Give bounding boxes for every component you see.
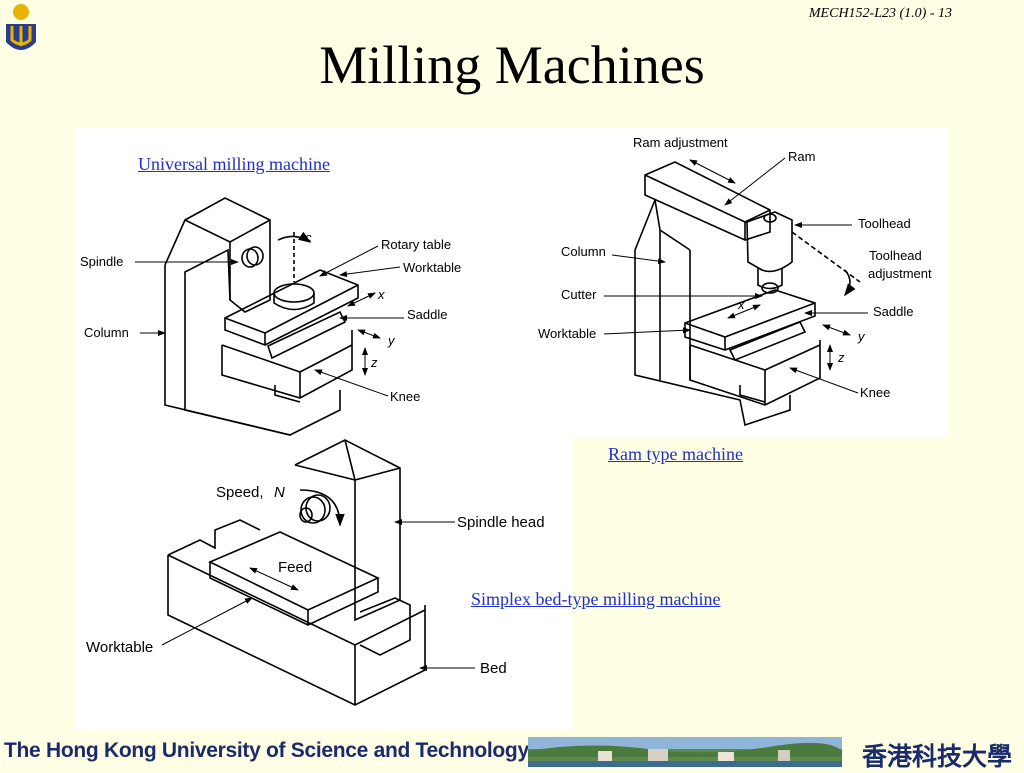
caption-ram-type-machine[interactable]: Ram type machine (608, 444, 743, 464)
simplex-label-bed: Bed (480, 660, 507, 677)
ram-label-column: Column (561, 244, 606, 259)
ram-label-x: x (737, 297, 745, 312)
ram-label-toolhead: Toolhead (858, 216, 911, 231)
caption-simplex-bed-type[interactable]: Simplex bed-type milling machine (471, 589, 721, 609)
footer-chinese-name: 香港科技大學 (862, 742, 1013, 771)
caption-universal-milling-machine[interactable]: Universal milling machine (138, 154, 330, 174)
universal-label-z: z (370, 355, 378, 370)
universal-leaders (135, 245, 404, 397)
simplex-label-feed: Feed (278, 559, 312, 576)
universal-machine-drawing (164, 197, 359, 436)
universal-label-x: x (377, 287, 385, 302)
universal-label-saddle: Saddle (407, 307, 447, 322)
simplex-machine-drawing (167, 439, 426, 706)
footer-university-name: The Hong Kong University of Science and … (4, 739, 529, 762)
slide-number: MECH152-L23 (1.0) - 13 (808, 6, 952, 21)
figure-panel-bottom (75, 437, 572, 730)
figure-panel-top (75, 127, 948, 437)
ram-label-worktable: Worktable (538, 326, 596, 341)
campus-photo-image (528, 737, 842, 767)
universal-label-column: Column (84, 325, 129, 340)
simplex-label-worktable: Worktable (86, 639, 153, 656)
ram-label-knee: Knee (860, 385, 890, 400)
ram-label-y: y (857, 329, 866, 344)
universal-label-rotary-table: Rotary table (381, 237, 451, 252)
page-title: Milling Machines (319, 35, 705, 95)
universal-label-worktable: Worktable (403, 260, 461, 275)
ram-label-toolhead-adjustment-2: adjustment (868, 266, 932, 281)
ram-label-toolhead-adjustment-1: Toolhead (869, 248, 922, 263)
simplex-leaders (161, 519, 475, 671)
ram-leaders (603, 157, 868, 394)
universal-label-y: y (387, 333, 396, 348)
ram-label-z: z (837, 350, 845, 365)
universal-label-knee: Knee (390, 389, 420, 404)
simplex-label-speed: Speed, (216, 484, 264, 501)
footer-bar: The Hong Kong University of Science and … (0, 735, 1024, 771)
ram-label-ram: Ram (788, 149, 815, 164)
universal-label-c: c (305, 230, 312, 245)
ram-label-saddle: Saddle (873, 304, 913, 319)
simplex-label-spindle-head: Spindle head (457, 514, 545, 531)
ram-label-cutter: Cutter (561, 287, 597, 302)
simplex-label-n: N (274, 484, 285, 501)
hkust-logo-icon (6, 4, 36, 50)
ram-machine-drawing (634, 161, 861, 427)
universal-label-spindle: Spindle (80, 254, 123, 269)
ram-label-ram-adjustment: Ram adjustment (633, 135, 728, 150)
